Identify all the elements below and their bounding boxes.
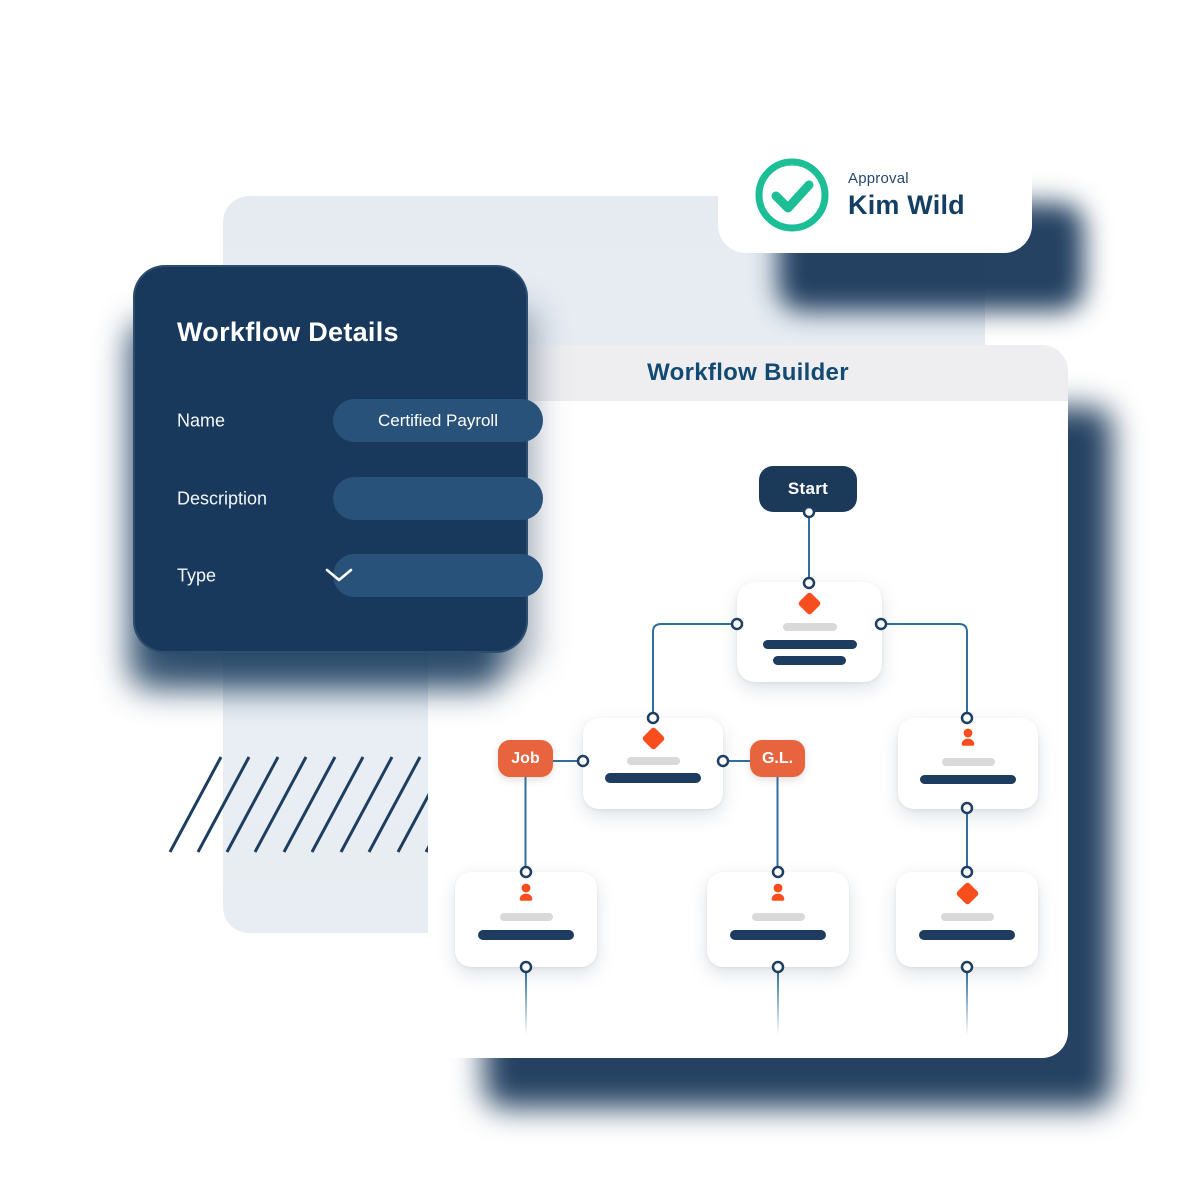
name-label: Name [177,410,226,430]
text-placeholder [762,640,857,649]
description-input[interactable] [333,477,543,520]
text-placeholder [626,757,680,765]
gl-badge[interactable]: G.L. [750,740,805,777]
job-badge[interactable]: Job [498,740,553,777]
description-label: Description [177,488,268,508]
text-placeholder [941,758,995,766]
flow-node-approver-3[interactable] [707,872,849,967]
text-placeholder [782,623,837,631]
field-row-description: Description [177,477,543,520]
flow-node-decision-1[interactable] [737,582,882,682]
flow-node-decision-2[interactable] [583,718,723,809]
connector-step1-to-step2 [652,623,737,713]
workflow-details-panel: Workflow Details Name Description Type [133,265,543,653]
person-icon [519,883,533,901]
approval-card: Approval Kim Wild [718,137,1032,253]
flow-node-decision-3[interactable] [896,872,1038,967]
text-placeholder [605,773,701,783]
person-icon [771,883,785,901]
name-input[interactable] [333,399,543,442]
text-placeholder [940,913,994,921]
diamond-icon [954,881,980,906]
text-placeholder [730,930,826,940]
person-icon [961,728,975,746]
builder-title: Workflow Builder [647,359,849,386]
start-node[interactable]: Start [759,466,857,512]
type-label: Type [177,565,217,585]
text-placeholder [773,656,846,665]
builder-header: Workflow Builder [428,345,1068,401]
connector-step1-to-approver1 [881,623,968,713]
text-placeholder [920,775,1016,784]
field-row-name: Name [177,399,543,442]
hatch-decoration [168,756,432,853]
check-circle-icon [755,158,829,232]
flow-canvas: Start [428,345,1068,1058]
type-dropdown[interactable] [333,554,543,597]
approver-name: Kim Wild [848,189,965,220]
text-placeholder [751,913,805,921]
text-placeholder [919,930,1015,940]
text-placeholder [499,913,553,921]
workflow-builder-card: Workflow Builder Start [428,345,1068,1058]
diamond-icon [640,726,666,751]
field-row-type: Type [177,554,543,597]
diamond-icon [797,591,822,616]
flow-node-approver-2[interactable] [455,872,597,967]
text-placeholder [478,930,574,940]
approval-label: Approval [848,169,909,187]
flow-node-approver-1[interactable] [898,718,1038,809]
details-title: Workflow Details [177,317,399,347]
